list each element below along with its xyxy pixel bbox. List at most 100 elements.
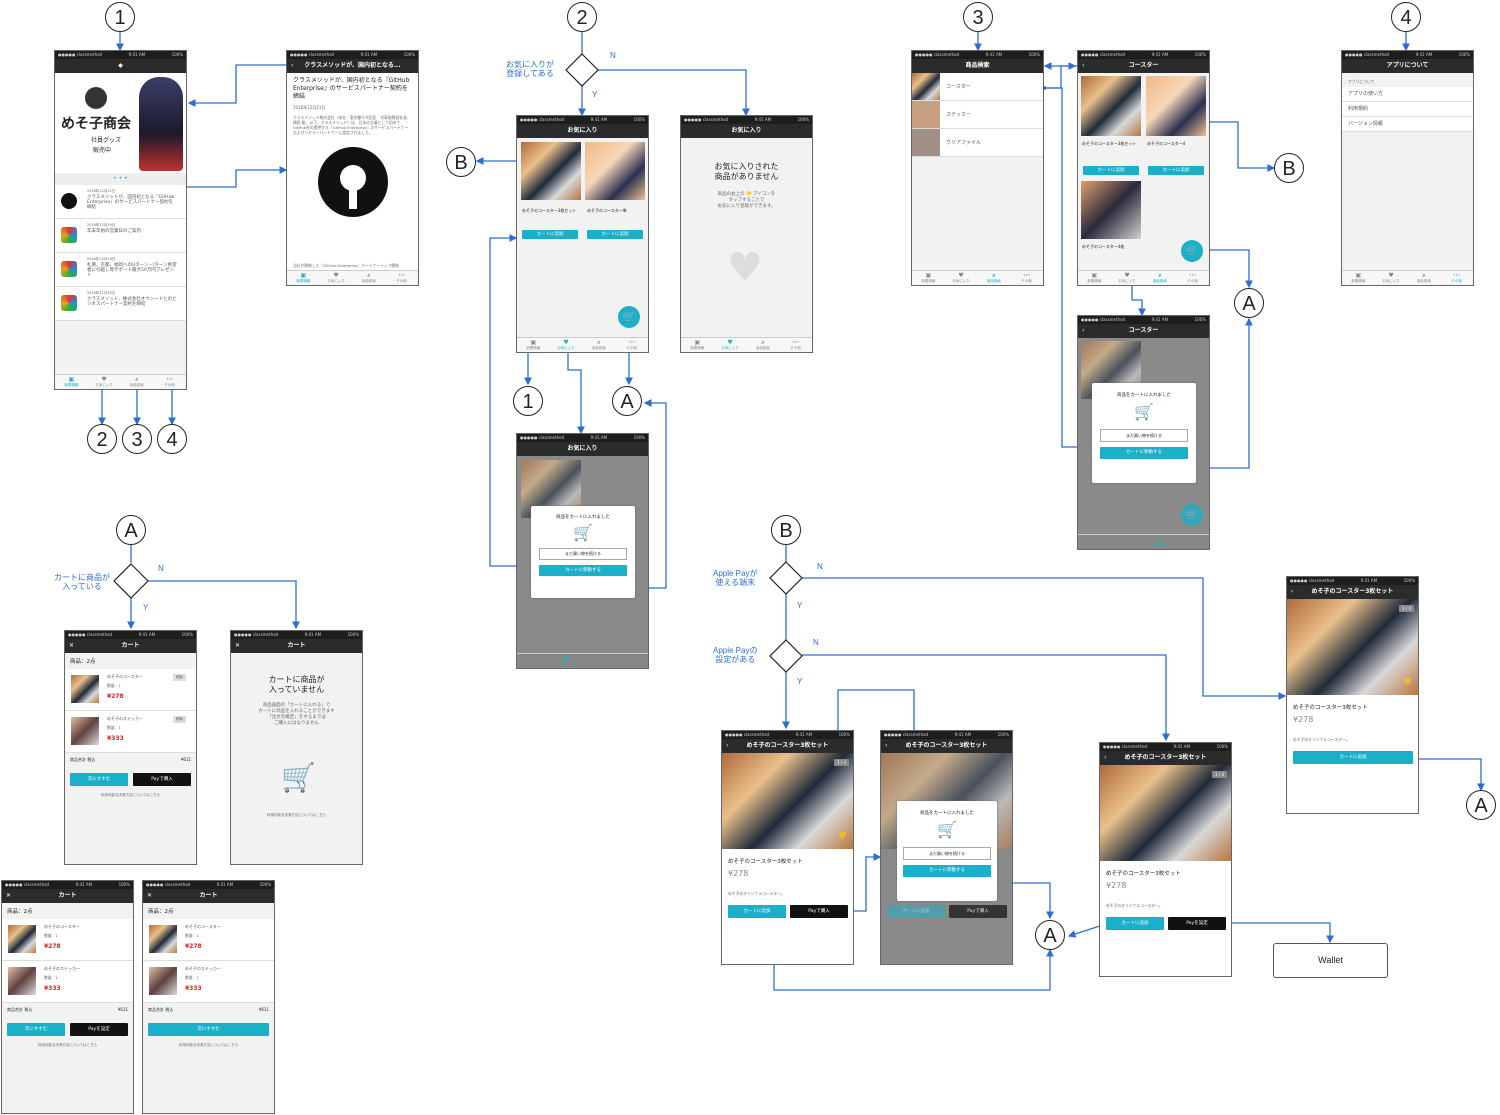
back-icon[interactable]: ‹ (1291, 588, 1294, 595)
tab-more[interactable]: ···その他 (396, 272, 407, 283)
add-to-cart-button[interactable]: カートに追加 (1106, 917, 1164, 930)
modal-title: 商品をカートに入れました (556, 515, 610, 520)
news-item[interactable]: 2016年12月21日 クラスメソッドが、国内初となる『GitHub Enter… (55, 185, 186, 219)
tab-search[interactable]: ⌕商品検索 (1416, 272, 1431, 283)
apple-pay-setup-button[interactable]: Payを設定 (70, 1023, 128, 1036)
product-image[interactable] (722, 753, 853, 849)
tab-search[interactable]: ⌕商品検索 (361, 272, 376, 283)
back-icon[interactable]: ‹ (1082, 62, 1085, 69)
remove-button[interactable]: 削除 (173, 674, 186, 681)
node-3: 3 (963, 2, 993, 32)
article-date: 2016年12月21日 (293, 105, 326, 110)
tab-favorites[interactable]: ♥お気に入り (557, 339, 575, 350)
category-row[interactable]: ステッカー (912, 101, 1043, 129)
product-image[interactable] (1146, 76, 1206, 136)
tab-search[interactable]: ⌕商品検索 (591, 339, 606, 350)
tab-news[interactable]: ▣新着情報 (1087, 272, 1102, 283)
hero-character-image (139, 77, 183, 171)
tab-favorites[interactable]: ♥お気に入り (721, 339, 739, 350)
heart-icon[interactable]: ♥ (838, 831, 847, 842)
payment-note[interactable]: 利用可能な決済方法についてはこちら (266, 813, 327, 817)
heart-icon[interactable]: ♥ (1403, 677, 1412, 688)
cart-fab-icon[interactable]: 🛒 (1181, 240, 1203, 262)
back-icon[interactable]: ‹ (291, 62, 294, 69)
back-icon[interactable]: ‹ (1104, 754, 1107, 761)
tab-news[interactable]: ▣新着情報 (921, 272, 936, 283)
go-to-cart-button[interactable]: カートに移動する (1100, 447, 1188, 459)
add-to-cart-button[interactable]: カートに追加 (522, 230, 578, 239)
add-to-cart-button[interactable]: カートに追加 (1293, 751, 1413, 764)
news-item[interactable]: 2016年11月30日 クラスメソッド、株式会社オウシードとのビジネスパートナー… (55, 287, 186, 321)
tab-favorites[interactable]: ♥お気に入り (952, 272, 970, 283)
product-image[interactable] (521, 142, 581, 200)
next-button[interactable]: 次にすすむ (70, 773, 128, 786)
continue-shopping-button[interactable]: まだ買い物を続ける (539, 548, 627, 560)
nav-title: お気に入り (517, 124, 648, 138)
classmethod-logo-icon (61, 227, 77, 243)
about-row[interactable]: アプリの使い方 (1342, 87, 1473, 102)
product-image[interactable] (1081, 76, 1141, 136)
about-row[interactable]: 利用規約 (1342, 102, 1473, 117)
tab-favorites[interactable]: ♥お気に入り (1382, 272, 1400, 283)
next-button[interactable]: 次にすすむ (148, 1023, 269, 1036)
tab-search[interactable]: ⌕商品検索 (129, 376, 144, 387)
category-row[interactable]: コースター (912, 73, 1043, 101)
go-to-cart-button[interactable]: カートに移動する (903, 865, 991, 877)
tab-favorites[interactable]: ♥お気に入り (327, 272, 345, 283)
continue-shopping-button[interactable]: まだ買い物を続ける (903, 847, 991, 860)
tab-more[interactable]: ···その他 (1187, 272, 1198, 283)
product-image[interactable] (1081, 181, 1141, 239)
tab-favorites[interactable]: ♥お気に入り (1118, 272, 1136, 283)
add-to-cart-button[interactable]: カートに追加 (1083, 166, 1139, 175)
tab-news[interactable]: ▣新着情報 (1351, 272, 1366, 283)
node-A-ref: A (1035, 920, 1065, 950)
tab-more[interactable]: ···その他 (164, 376, 175, 387)
next-button[interactable]: 次にすすむ (7, 1023, 65, 1036)
node-A: A (116, 515, 146, 545)
tab-news[interactable]: ▣新着情報 (526, 339, 541, 350)
apple-pay-buy-button[interactable]: Payで購入 (790, 905, 848, 918)
remove-button[interactable]: 削除 (173, 716, 186, 723)
continue-shopping-button[interactable]: まだ買い物を続ける (1100, 429, 1188, 442)
tab-news[interactable]: ▣新着情報 (64, 376, 79, 387)
add-to-cart-button[interactable]: カートに追加 (728, 905, 786, 918)
added-to-cart-modal: 商品をカートに入れました 🛒 まだ買い物を続ける カートに移動する (897, 801, 997, 901)
close-icon[interactable]: ✕ (69, 642, 75, 649)
tab-search[interactable]: ⌕商品検索 (755, 339, 770, 350)
add-to-cart-button[interactable]: カートに追加 (1148, 166, 1204, 175)
go-to-cart-button[interactable]: カートに移動する (539, 565, 627, 576)
tab-favorites[interactable]: ♥お気に入り (95, 376, 113, 387)
tab-more[interactable]: ···その他 (626, 339, 637, 350)
tab-news[interactable]: ▣新着情報 (296, 272, 311, 283)
cart-fab-icon[interactable]: 🛒 (618, 306, 640, 328)
category-row[interactable]: クリアファイル (912, 129, 1043, 157)
news-item[interactable]: 2016年12月16日 札幌、京都、福岡へのUターン・Iターン希望者に引越し等サ… (55, 253, 186, 287)
node-4: 4 (1391, 2, 1421, 32)
tab-more[interactable]: ···その他 (1021, 272, 1032, 283)
tab-more[interactable]: ···その他 (790, 339, 801, 350)
add-to-cart-button[interactable]: カートに追加 (587, 230, 643, 239)
apple-pay-buy-button[interactable]: Payで購入 (133, 773, 191, 786)
about-row[interactable]: バージョン情報 (1342, 117, 1473, 132)
product-desc: めそ子のオリジナルコースター。 (728, 891, 785, 896)
decision-cart-label: カートに商品が 入っている (54, 573, 110, 591)
subtotal-row: 商品合計 税込¥611 (70, 757, 191, 762)
news-item[interactable]: 2016年12月19日 年末年始の営業日のご案内 (55, 219, 186, 253)
hero-banner[interactable]: めそ子商会 社員グッズ 販売中 (55, 73, 186, 173)
payment-note[interactable]: 利用可能な決済方法についてはこちら (100, 793, 161, 797)
back-icon[interactable]: ‹ (726, 742, 729, 749)
apple-pay-setup-button[interactable]: Payを設定 (1168, 917, 1226, 930)
news-date: 2016年12月16日 (87, 257, 116, 261)
node-A-ref: A (1234, 288, 1264, 318)
wallet-box: Wallet (1273, 943, 1388, 978)
product-image[interactable] (1100, 765, 1231, 861)
tab-search[interactable]: ⌕商品検索 (986, 272, 1001, 283)
tab-more[interactable]: ···その他 (1451, 272, 1462, 283)
product-image[interactable] (1287, 599, 1418, 695)
tab-news[interactable]: ▣新着情報 (690, 339, 705, 350)
tab-search[interactable]: ⌕商品検索 (1152, 272, 1167, 283)
close-icon[interactable]: ✕ (235, 642, 241, 649)
product-image[interactable] (585, 142, 645, 200)
